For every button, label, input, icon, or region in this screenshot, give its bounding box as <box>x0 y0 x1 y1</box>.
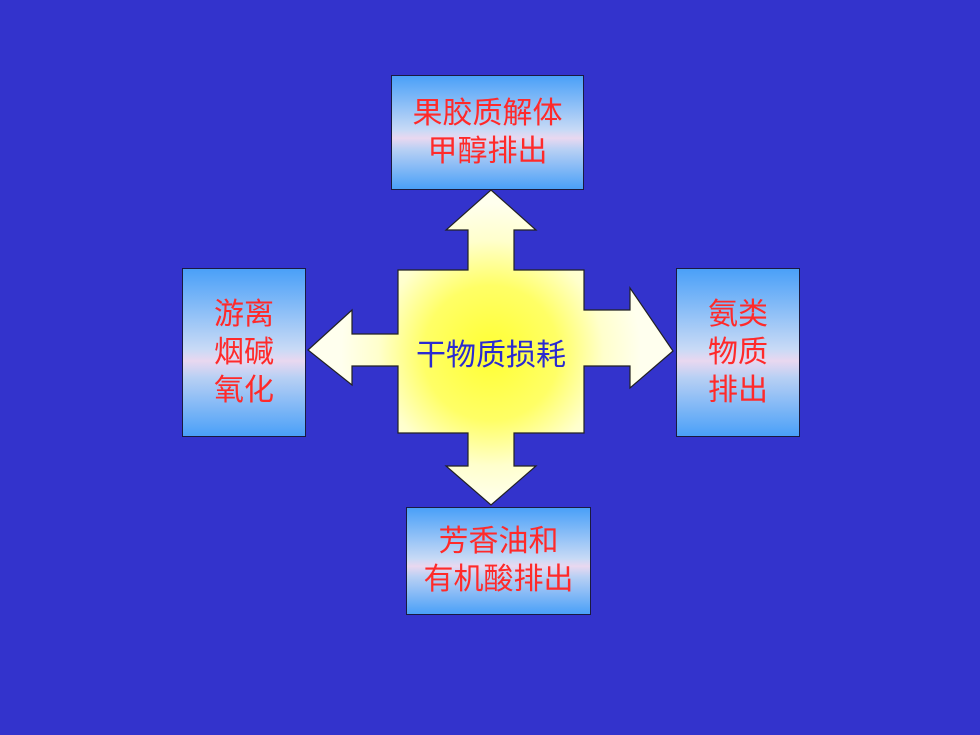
quad-arrow <box>307 189 674 506</box>
box-top-line-1: 果胶质解体 <box>412 95 563 131</box>
box-left-line-1: 游离 <box>214 296 274 332</box>
box-left-line-3: 氧化 <box>214 372 274 408</box>
box-top-line-2: 甲醇排出 <box>427 133 548 169</box>
center-label: 干物质损耗 <box>398 270 584 433</box>
box-right: 氨类 物质 排出 <box>676 268 800 437</box>
box-top: 果胶质解体 甲醇排出 <box>391 75 584 190</box>
box-left: 游离 烟碱 氧化 <box>182 268 306 437</box>
box-right-line-3: 排出 <box>708 372 768 408</box>
box-left-line-2: 烟碱 <box>214 334 274 370</box>
box-bottom-line-1: 芳香油和 <box>438 524 559 559</box>
center-label-text: 干物质损耗 <box>416 337 566 373</box>
box-right-line-2: 物质 <box>708 334 768 370</box>
box-bottom: 芳香油和 有机酸排出 <box>406 507 591 615</box>
box-bottom-line-2: 有机酸排出 <box>423 562 574 597</box>
box-right-line-1: 氨类 <box>708 296 768 332</box>
